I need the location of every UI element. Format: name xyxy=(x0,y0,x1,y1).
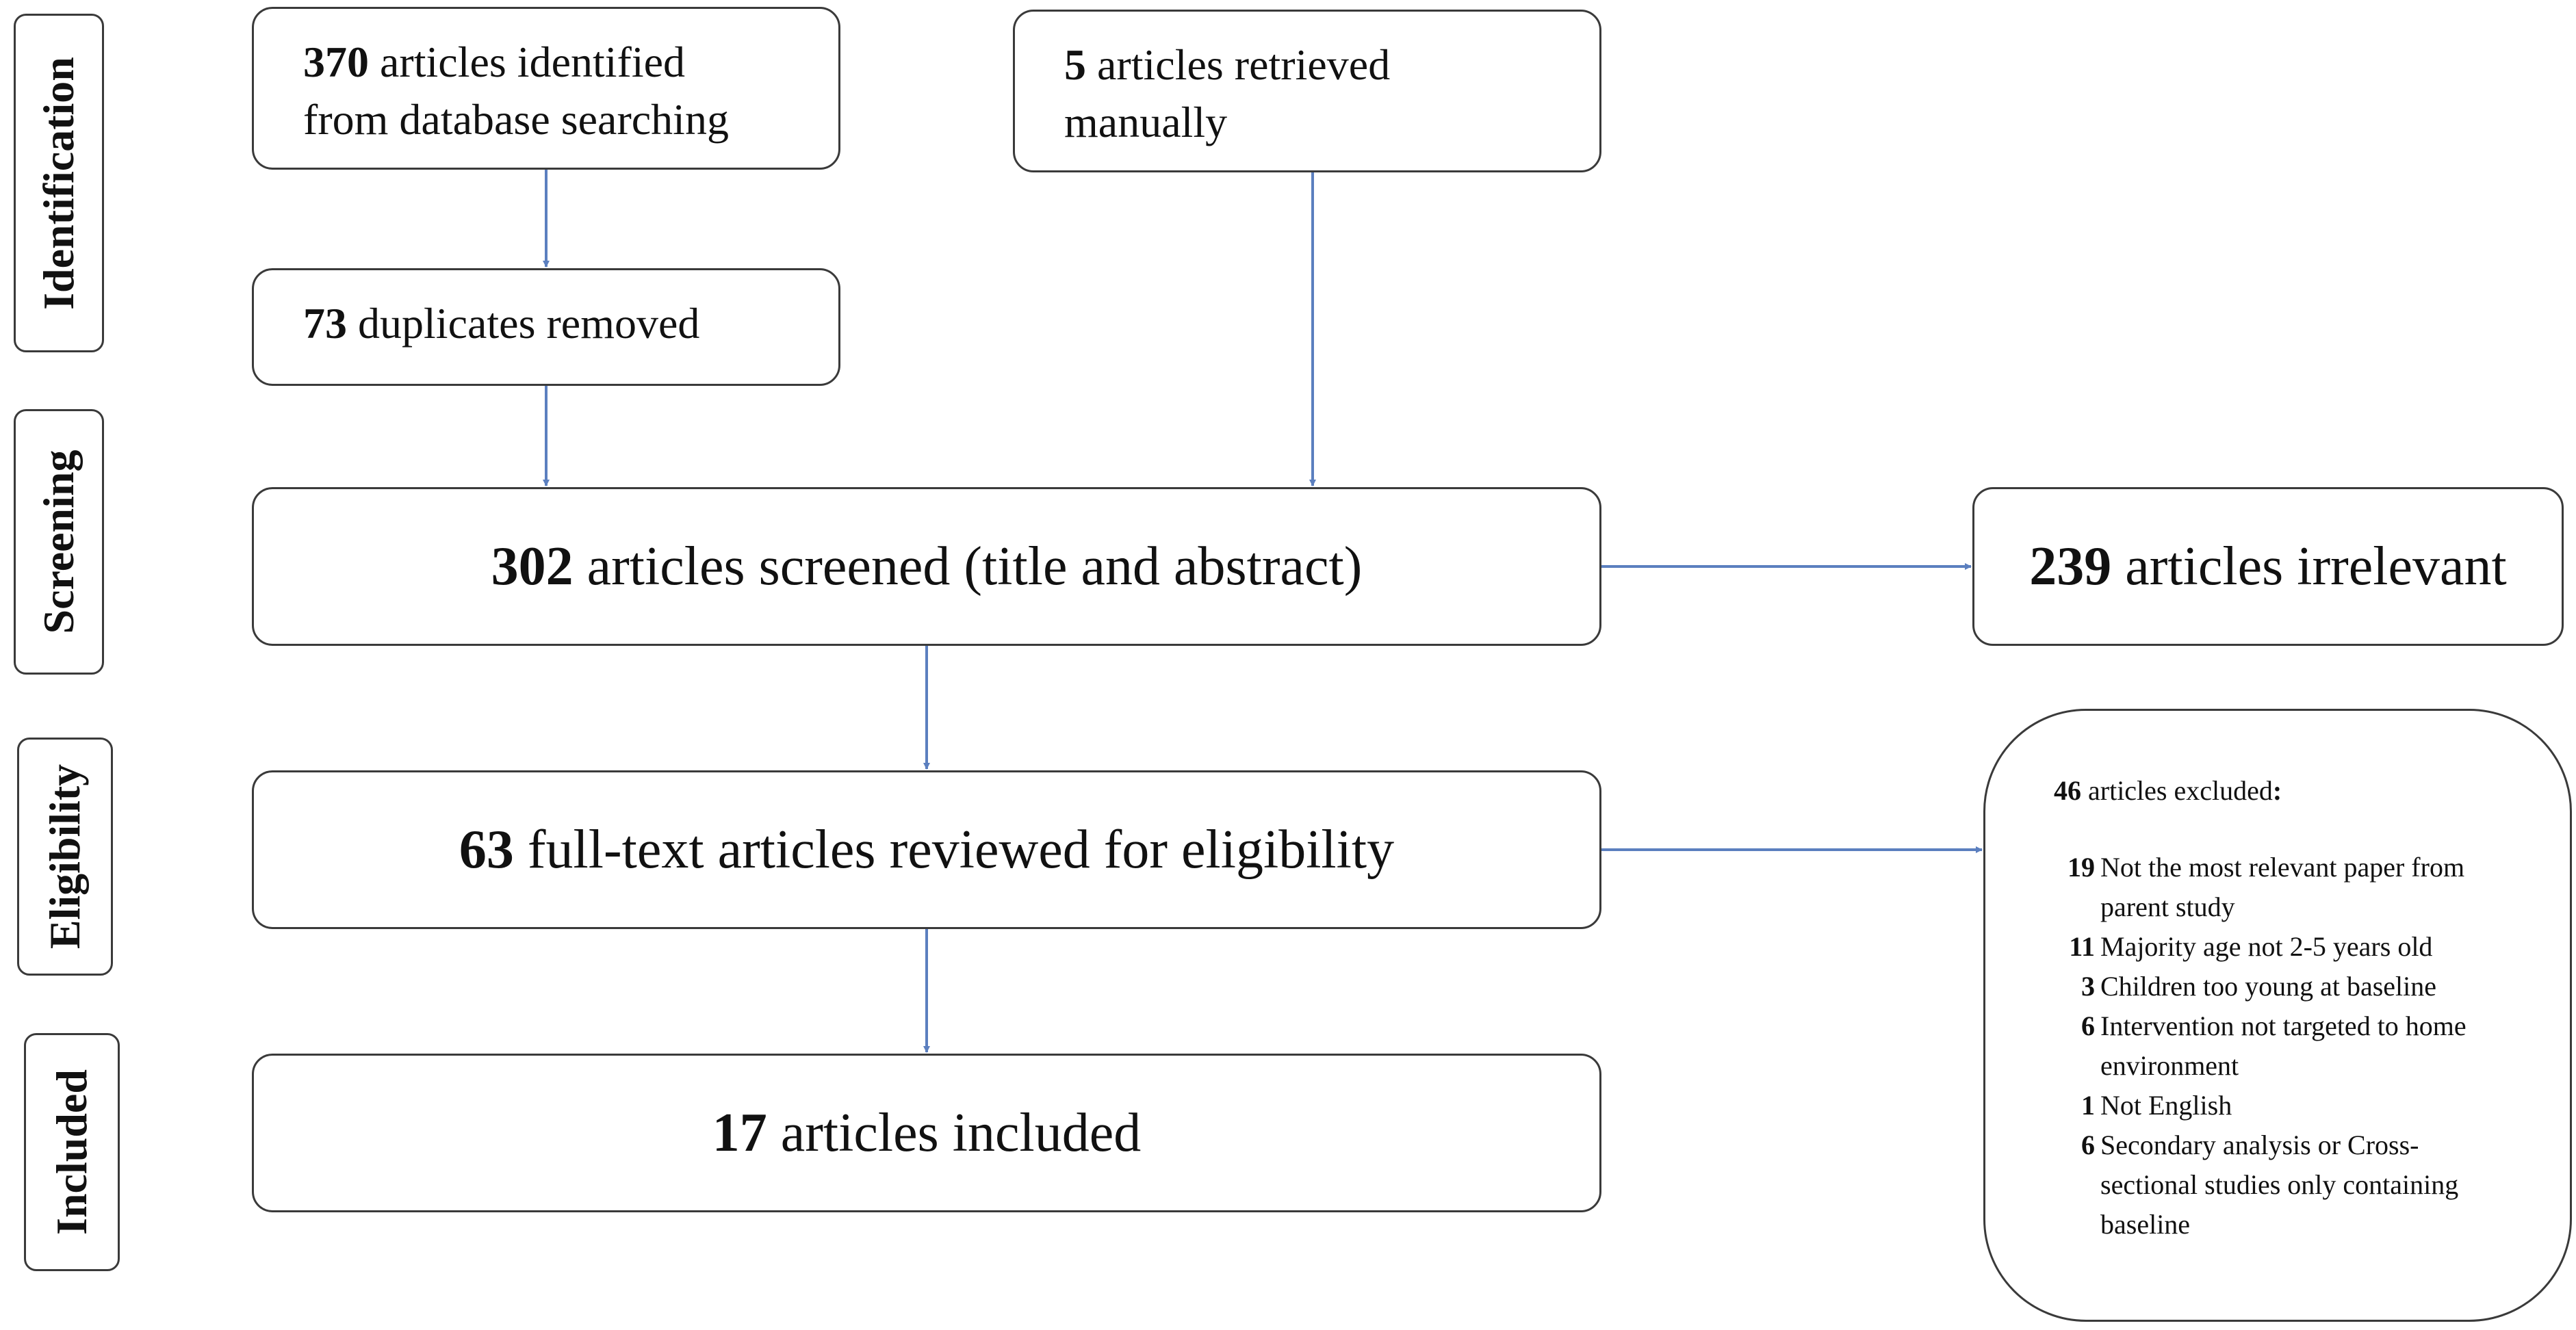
reason-text: Children too young at baseline xyxy=(2100,971,2437,1002)
excluded-reasons-box: 46 articles excluded: 19 Not the most re… xyxy=(1983,709,2572,1322)
reason-text: Not English xyxy=(2100,1090,2232,1121)
database-text-line2: from database searching xyxy=(303,95,729,144)
duplicates-count: 73 xyxy=(303,299,347,348)
excluded-title: 46 articles excluded: xyxy=(2054,772,2282,809)
reason-text: Majority age not 2-5 years old xyxy=(2100,931,2433,962)
included-text: articles included xyxy=(780,1102,1142,1163)
screened-count: 302 xyxy=(491,536,574,597)
excluded-reason-item: 11 Majority age not 2-5 years old xyxy=(2054,927,2484,967)
excluded-title-text: articles excluded xyxy=(2088,775,2273,806)
reason-count: 11 xyxy=(2069,931,2095,962)
database-text-line1: articles identified xyxy=(380,38,686,86)
excluded-reason-list: 19 Not the most relevant paper from pare… xyxy=(2054,848,2484,1244)
manual-text-line1: articles retrieved xyxy=(1097,40,1391,89)
fulltext-count: 63 xyxy=(459,819,514,880)
irrelevant-count: 239 xyxy=(2029,536,2112,597)
database-count: 370 xyxy=(303,38,369,86)
screened-text: articles screened (title and abstract) xyxy=(587,536,1363,597)
reason-count: 6 xyxy=(2081,1130,2095,1160)
excluded-reason-item: 19 Not the most relevant paper from pare… xyxy=(2054,848,2484,927)
manual-text-line2: manually xyxy=(1064,98,1228,146)
reason-text: Intervention not targeted to home enviro… xyxy=(2100,1010,2466,1081)
included-box: 17 articles included xyxy=(252,1054,1601,1212)
excluded-count: 46 xyxy=(2054,775,2081,806)
duplicates-text: duplicates removed xyxy=(358,299,700,348)
reason-text: Secondary analysis or Cross-sectional st… xyxy=(2100,1130,2459,1240)
excluded-reason-item: 3 Children too young at baseline xyxy=(2054,967,2484,1006)
duplicates-box: 73 duplicates removed xyxy=(252,268,840,386)
stage-screening: Screening xyxy=(14,409,104,675)
included-count: 17 xyxy=(712,1102,767,1163)
reason-count: 1 xyxy=(2081,1090,2095,1121)
database-search-box: 370 articles identified from database se… xyxy=(252,7,840,170)
reason-text: Not the most relevant paper from parent … xyxy=(2100,852,2465,922)
reason-count: 6 xyxy=(2081,1010,2095,1041)
irrelevant-text: articles irrelevant xyxy=(2125,536,2507,597)
stage-included: Included xyxy=(24,1033,120,1271)
manual-retrieval-box: 5 articles retrieved manually xyxy=(1013,10,1601,172)
fulltext-box: 63 full-text articles reviewed for eligi… xyxy=(252,770,1601,929)
reason-count: 19 xyxy=(2068,852,2095,883)
excluded-reason-item: 6 Secondary analysis or Cross-sectional … xyxy=(2054,1125,2484,1244)
excluded-colon: : xyxy=(2272,775,2282,806)
irrelevant-box: 239 articles irrelevant xyxy=(1972,487,2564,646)
manual-count: 5 xyxy=(1064,40,1086,89)
screened-box: 302 articles screened (title and abstrac… xyxy=(252,487,1601,646)
fulltext-text: full-text articles reviewed for eligibil… xyxy=(527,819,1395,880)
excluded-reason-item: 6 Intervention not targeted to home envi… xyxy=(2054,1006,2484,1086)
stage-identification: Identification xyxy=(14,14,104,352)
reason-count: 3 xyxy=(2081,971,2095,1002)
excluded-reason-item: 1 Not English xyxy=(2054,1086,2484,1125)
stage-eligibility: Eligibility xyxy=(17,738,113,976)
